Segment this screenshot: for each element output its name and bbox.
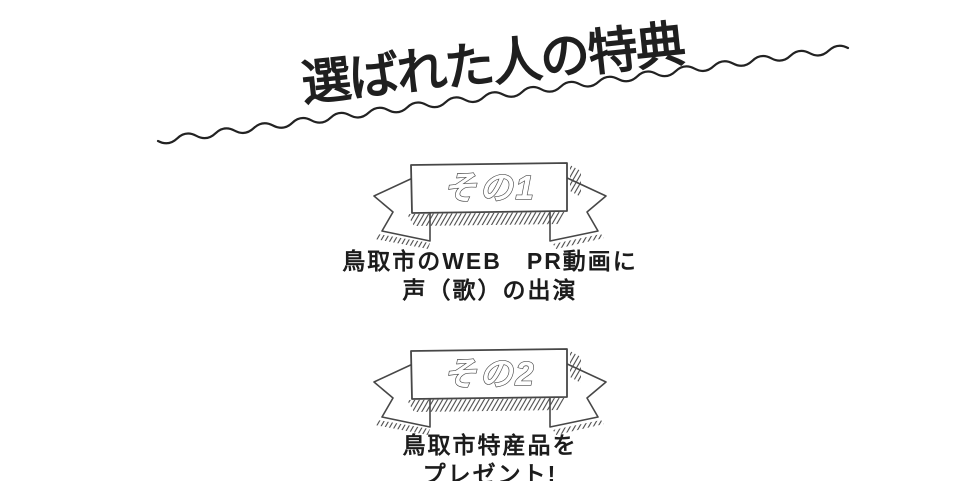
page-title: 選ばれた人の特典 — [298, 16, 687, 112]
ribbon-badge-label-1: その1 — [443, 169, 536, 206]
ribbon-banner-2: その2 — [373, 348, 607, 436]
ribbon-banner-1: その1 — [373, 162, 607, 250]
benefit-2-line-2: プレゼント! — [422, 461, 558, 481]
benefit-1-line-2: 声（歌）の出演 — [402, 277, 578, 303]
benefit-1-line-1: 鳥取市のWEB PR動画に — [342, 248, 638, 274]
ribbon-badge-label-2: その2 — [443, 355, 536, 392]
benefit-2-line-1: 鳥取市特産品を — [402, 432, 578, 458]
benefit-1-description: 鳥取市のWEB PR動画に 声（歌）の出演 — [0, 247, 980, 305]
benefit-2-description: 鳥取市特産品を プレゼント! — [0, 431, 980, 481]
